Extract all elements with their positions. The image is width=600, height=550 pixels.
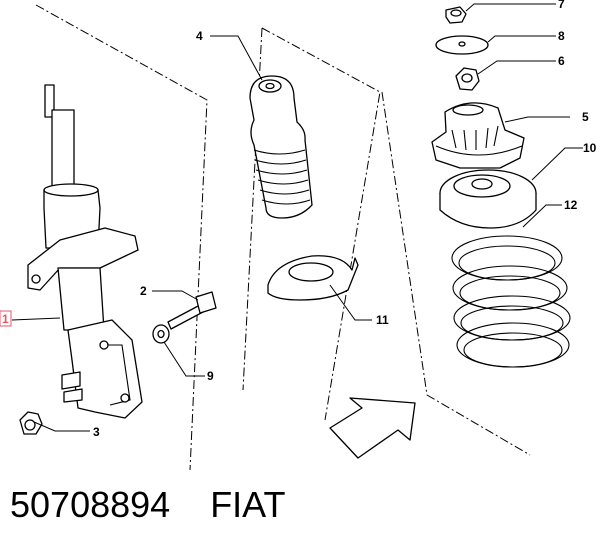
direction-arrow bbox=[329, 397, 416, 459]
brand-name: FIAT bbox=[210, 484, 286, 525]
callout-2: 2 bbox=[140, 284, 147, 298]
callout-1: 1 bbox=[2, 312, 9, 326]
callout-5: 5 bbox=[582, 110, 589, 124]
coil-spring bbox=[451, 235, 571, 368]
upper-spring-seat bbox=[439, 169, 537, 229]
callout-9: 9 bbox=[207, 369, 214, 383]
top-nut bbox=[445, 6, 467, 24]
mounting-nut bbox=[455, 67, 480, 91]
strut-top-mount bbox=[431, 102, 525, 169]
shock-absorber-strut bbox=[27, 84, 143, 419]
callout-6: 6 bbox=[558, 54, 565, 68]
part-caption: 50708894 FIAT bbox=[10, 480, 286, 530]
bump-stop-dust-boot bbox=[249, 75, 313, 219]
washer-plate bbox=[435, 35, 489, 55]
part-number: 50708894 bbox=[10, 484, 171, 525]
callout-7: 7 bbox=[558, 0, 565, 11]
callout-11: 11 bbox=[376, 313, 389, 327]
leader-lines bbox=[11, 3, 583, 432]
dashed-plane-spring bbox=[381, 91, 531, 456]
dashed-plane-bump-stop bbox=[242, 27, 381, 421]
callout-8: 8 bbox=[558, 29, 565, 43]
callout-1-box bbox=[0, 310, 12, 327]
callout-12: 12 bbox=[564, 198, 578, 212]
dashed-plane-strut bbox=[35, 4, 208, 470]
callout-4: 4 bbox=[196, 29, 203, 43]
lower-spring-seat bbox=[267, 255, 359, 301]
callout-3: 3 bbox=[93, 425, 100, 439]
exploded-parts-diagram: 1 2 3 4 5 6 7 8 9 10 11 12 bbox=[0, 0, 597, 470]
callout-10: 10 bbox=[583, 141, 597, 155]
bolt bbox=[167, 291, 217, 330]
washer bbox=[152, 324, 170, 344]
nut bbox=[19, 411, 43, 435]
callout-labels: 1 2 3 4 5 6 7 8 9 10 11 12 bbox=[0, 0, 597, 439]
